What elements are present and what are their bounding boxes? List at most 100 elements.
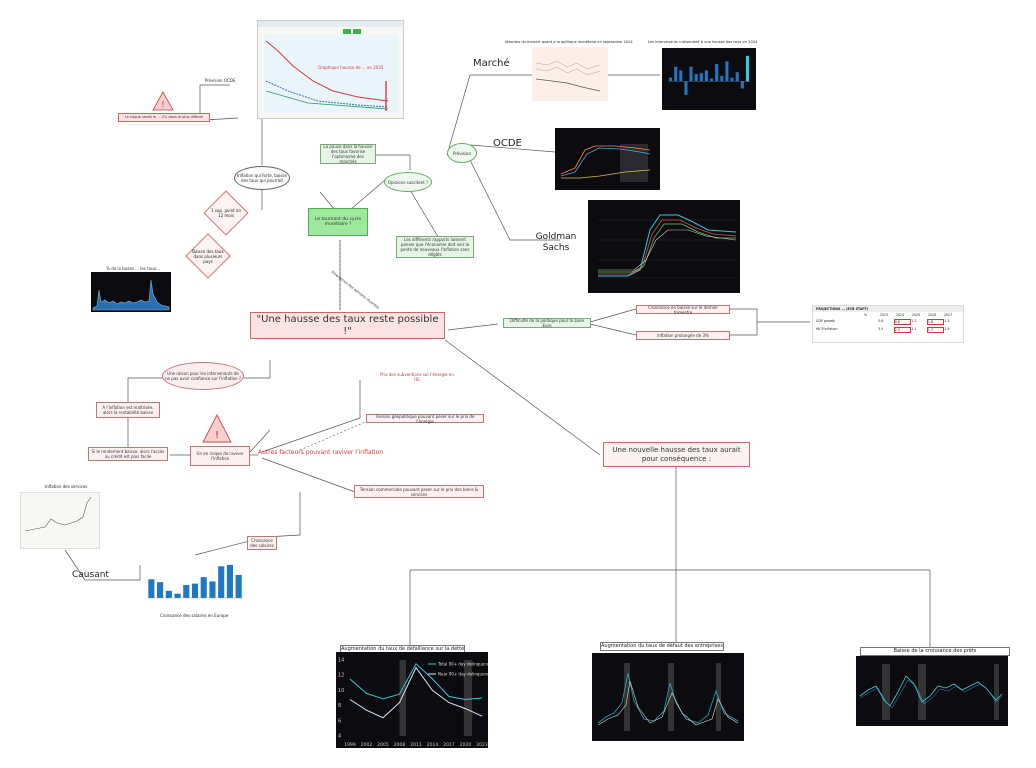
- prevision-ocde-label: Prévision OCDE: [204, 78, 236, 83]
- salaire-bar-c: [165, 590, 172, 598]
- bar-15: [740, 81, 744, 89]
- geopolitique-box: Tension géopolitique pouvant peser sur l…: [366, 414, 484, 424]
- ocde-label: OCDE: [493, 138, 522, 149]
- legend-label: Near 90+ day delinquency: [438, 672, 488, 677]
- table-cell: [863, 319, 879, 325]
- x-tick-label: 2020: [460, 742, 472, 748]
- main-question[interactable]: "Une hausse des taux reste possible !": [250, 312, 445, 339]
- table-cell: 2027: [944, 313, 953, 317]
- bar-2: [674, 66, 678, 82]
- bottom-title-3: Baisse de la croissance des prêts: [860, 647, 1010, 656]
- series-line-0: [349, 662, 483, 701]
- legend-label: Total 90+ day delinquency: [437, 662, 488, 667]
- series-line-1: [349, 666, 483, 719]
- autres-facteurs-label: Autres facteurs pouvant raviver l'inflat…: [258, 449, 384, 456]
- table-cell: 2023: [880, 313, 889, 317]
- bar-11: [720, 75, 724, 82]
- bar-14: [735, 72, 739, 82]
- salaire-bar-g: [200, 577, 207, 598]
- goldman-label: Goldman Sachs: [535, 232, 577, 253]
- inflation-prolongee-box: Inflation prolongée de 3%: [636, 331, 730, 340]
- bar-6: [694, 74, 698, 82]
- recession-band-1: [463, 660, 473, 736]
- x-tick-label: 2017: [443, 742, 455, 748]
- x-tick-label: 2008: [394, 742, 406, 748]
- risk-raviver-box: Un en risque de raviver l'inflation: [190, 446, 250, 466]
- salaire-bar-d: [174, 593, 181, 598]
- table-cell: 1.7: [926, 327, 945, 333]
- inflation-forte-node[interactable]: Inflation qui forte, baisse des taux qui…: [234, 166, 290, 190]
- table-cell: 0.6: [878, 319, 884, 323]
- warning-icon: !: [152, 91, 174, 111]
- salaire-bar-i: [218, 566, 225, 598]
- ocde-rates-chart: [555, 128, 660, 190]
- salaires-bar-chart: [143, 558, 247, 608]
- goldman-rates-chart: [588, 200, 740, 293]
- default-rate-chart: [592, 653, 744, 741]
- table-cell: 5.4: [878, 327, 884, 331]
- salaire-bar-h: [209, 581, 216, 598]
- salaire-bar-j: [226, 564, 233, 598]
- left-chart-caption: % de la basse ... les taux...: [106, 266, 160, 271]
- bar-10: [715, 64, 719, 82]
- bottom-title-2: Augmentation du taux de défaut des entre…: [600, 642, 724, 651]
- bar-7: [699, 73, 703, 82]
- inflation-maitrisee-box: A l'inflation est maîtrisée, alors la re…: [96, 402, 160, 418]
- confidence-question[interactable]: Une raison pour les intervenants de ne p…: [162, 362, 244, 390]
- bar-1: [669, 77, 673, 82]
- market-caption-2: Les intervenants s'attendent à une hauss…: [648, 40, 758, 44]
- unemployment-chart: [91, 272, 171, 312]
- table-cell: 2.5: [893, 327, 912, 333]
- bar-13: [730, 77, 734, 82]
- salaire-bar-f: [191, 583, 199, 598]
- ocde-chart-note: Graphique hausse de ... en 2025: [318, 65, 384, 70]
- loan-growth-chart: [856, 656, 1008, 726]
- warning-icon-2: !: [202, 414, 232, 443]
- table-cell: HICP inflation: [816, 327, 838, 331]
- difficulty-note: Difficulté de la politique pour la zone …: [503, 318, 591, 328]
- salaire-bar-a: [148, 579, 155, 598]
- table-cell: %: [864, 313, 868, 317]
- y-tick-label: 14: [338, 658, 344, 664]
- table-cell: 1.5: [944, 319, 950, 323]
- table-cell: 2.1: [911, 327, 917, 331]
- table-cell: 1.6: [926, 319, 945, 325]
- y-tick-label: 4: [338, 734, 341, 740]
- table-title: PROJECTIONS ... (ECB STAFF): [813, 306, 963, 312]
- salaire-bar-e: [183, 585, 190, 598]
- table-cell: 0.8: [893, 319, 912, 325]
- opinions-node[interactable]: Opinions suscitent ?: [384, 172, 432, 192]
- market-caption-1: Attentes du marché quant à la politique …: [505, 40, 633, 44]
- tournant-node[interactable]: Le tournant du cycle monétaire ?: [308, 208, 368, 236]
- subvention-note: Prix des subventions sur l'énergie en UE: [380, 372, 454, 382]
- bar-16: [745, 55, 749, 82]
- prevision-node[interactable]: Prévision: [447, 143, 477, 163]
- inflation-services-chart: [20, 492, 100, 549]
- svg-text:!: !: [161, 100, 164, 109]
- x-tick-label: 2005: [377, 742, 389, 748]
- y-tick-label: 6: [338, 718, 341, 724]
- diamond-2: Baisse des taux dans plusieurs pays: [185, 233, 231, 279]
- bar-5: [689, 66, 693, 82]
- croissance-salaires-box: Croissance des salaires: [247, 536, 277, 550]
- table-cell: 1.3: [911, 319, 917, 323]
- bar-4: [684, 81, 688, 95]
- table-cell: 2024: [896, 313, 905, 317]
- salaires-caption: Croissance des salaires en Europe: [160, 613, 229, 618]
- table-cell: 2026: [928, 313, 937, 317]
- bar-3: [679, 70, 683, 82]
- bar-9: [710, 78, 714, 82]
- svg-text:!: !: [215, 430, 219, 441]
- risk-note: Le risque serait le ... 2% dans le plus …: [118, 113, 210, 122]
- recession-band-0: [399, 660, 407, 736]
- bar-8: [704, 70, 708, 82]
- rendement-box: Si le rendement baisse, alors l'accès au…: [88, 447, 168, 461]
- salaire-bar-k: [235, 574, 242, 598]
- causant-label: Causant: [72, 570, 109, 580]
- ocde-forecast-chart: Graphique hausse de ... en 2025: [257, 20, 404, 119]
